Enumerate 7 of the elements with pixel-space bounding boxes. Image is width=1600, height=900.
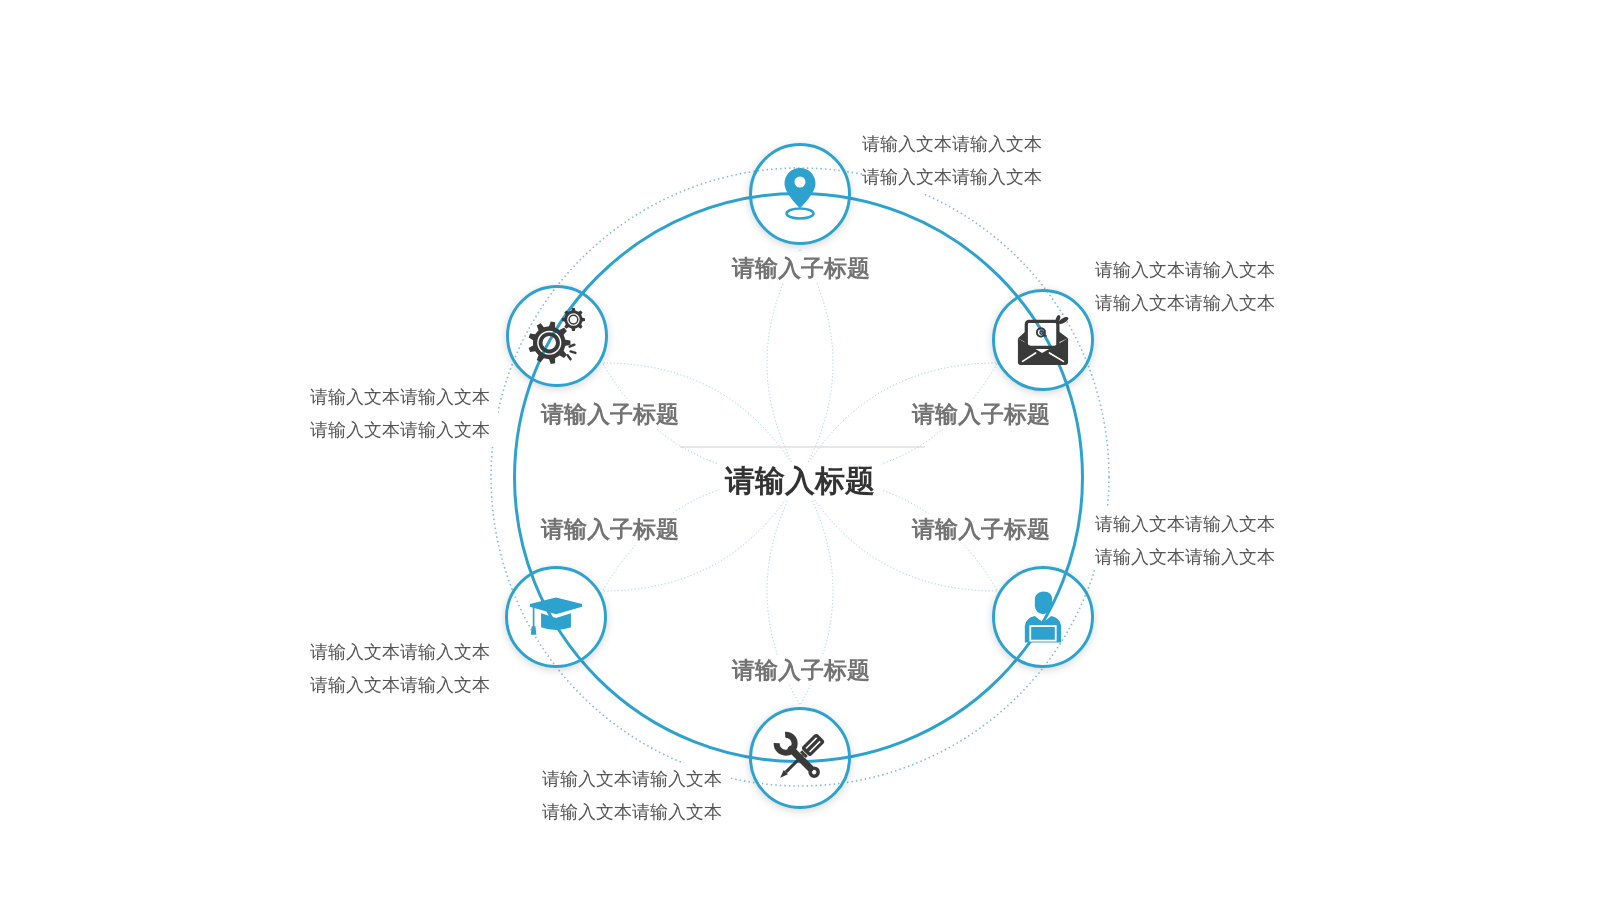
subtitle: 请输入子标题 (539, 399, 681, 429)
subtitle: 请输入子标题 (910, 399, 1052, 429)
subtitle: 请输入子标题 (910, 514, 1052, 544)
subtitle: 请输入子标题 (730, 655, 872, 685)
subtitle: 请输入子标题 (539, 514, 681, 544)
title: 请输入标题 (719, 462, 881, 500)
subtitle: 请输入子标题 (730, 253, 872, 283)
